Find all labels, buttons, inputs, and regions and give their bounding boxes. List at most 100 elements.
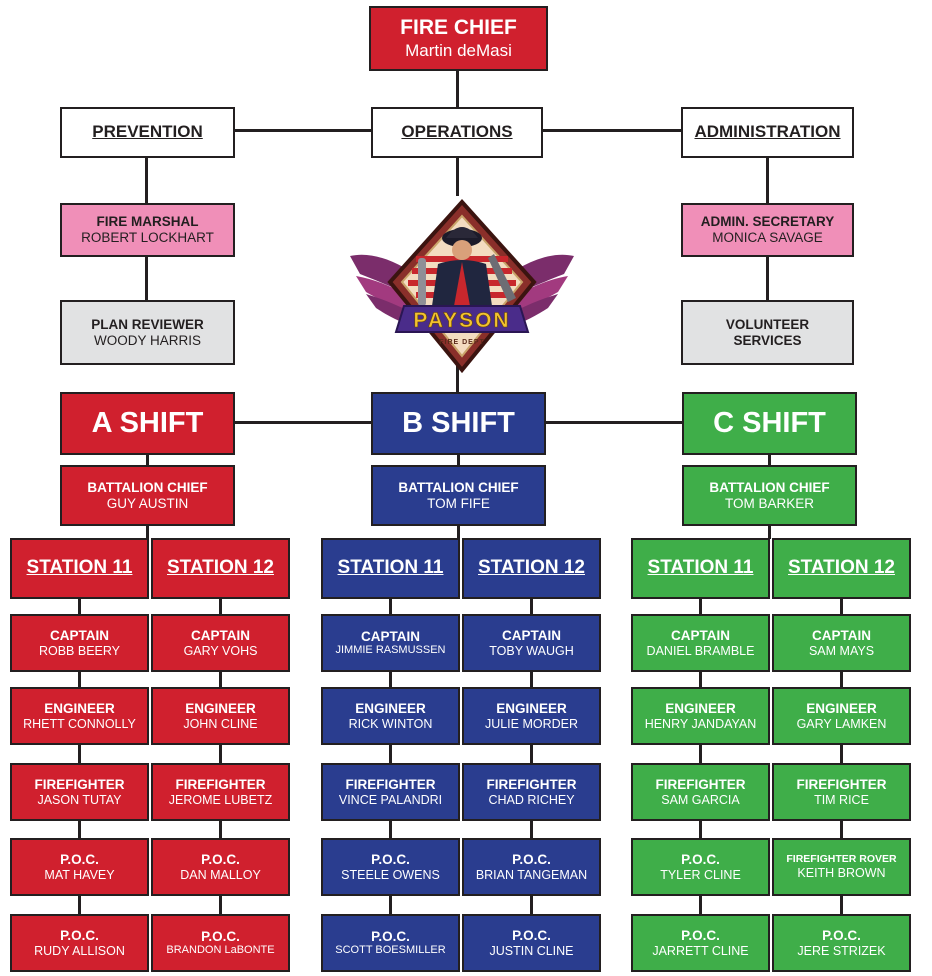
b-shift-label: B SHIFT: [402, 407, 515, 440]
member-title: P.O.C.: [681, 927, 720, 943]
connector-line: [699, 672, 702, 687]
plan-reviewer-title: PLAN REVIEWER: [91, 316, 204, 332]
member-title: P.O.C.: [371, 851, 410, 867]
member-name: JOHN CLINE: [183, 716, 258, 731]
member-name: SCOTT BOESMILLER: [335, 944, 446, 957]
member-name: JIMMIE RASMUSSEN: [335, 644, 446, 657]
c-shift-station-11-member-box: P.O.C.JARRETT CLINE: [631, 914, 770, 972]
connector-line: [78, 896, 81, 914]
member-name: DANIEL BRAMBLE: [646, 643, 755, 658]
member-name: TYLER CLINE: [660, 867, 741, 882]
connector-line: [456, 156, 459, 196]
connector-line: [840, 896, 843, 914]
b-shift-station-11-member-box: P.O.C.STEELE OWENS: [321, 838, 460, 896]
plan-reviewer-name: WOODY HARRIS: [93, 332, 201, 348]
battalion-chief-title: BATTALION CHIEF: [87, 479, 208, 495]
connector-line: [389, 896, 392, 914]
member-name: SAM GARCIA: [661, 792, 740, 807]
member-name: GARY LAMKEN: [796, 716, 887, 731]
member-title: FIREFIGHTER: [655, 776, 746, 792]
member-name: SAM MAYS: [808, 643, 875, 658]
connector-line: [766, 156, 769, 204]
connector-line: [840, 672, 843, 687]
fire-department-logo: PAYSON FIRE DEPT: [350, 199, 574, 374]
connector-line: [456, 70, 459, 108]
member-name: MAT HAVEY: [44, 867, 115, 882]
a-shift-box: A SHIFT: [60, 392, 235, 455]
member-title: P.O.C.: [681, 851, 720, 867]
connector-line: [219, 672, 222, 687]
connector-line: [78, 598, 81, 614]
c-shift-box: C SHIFT: [682, 392, 857, 455]
administration-division-box: ADMINISTRATION: [681, 107, 854, 158]
a-shift-label: A SHIFT: [91, 407, 204, 440]
member-title: ENGINEER: [665, 700, 736, 716]
operations-division-box: OPERATIONS: [371, 107, 543, 158]
member-title: FIREFIGHTER: [345, 776, 436, 792]
volunteer-services-name: SERVICES: [733, 332, 802, 348]
a-shift-station-12-member-box: P.O.C.DAN MALLOY: [151, 838, 290, 896]
member-title: FIREFIGHTER: [796, 776, 887, 792]
b-shift-box: B SHIFT: [371, 392, 546, 455]
prevention-label: PREVENTION: [92, 122, 203, 142]
logo-banner-text: PAYSON: [413, 309, 510, 332]
c-shift-station-12-member-box: P.O.C.JERE STRIZEK: [772, 914, 911, 972]
member-title: FIREFIGHTER: [486, 776, 577, 792]
member-name: CHAD RICHEY: [488, 792, 575, 807]
member-name: BRANDON LaBONTE: [166, 944, 275, 957]
connector-line: [389, 745, 392, 763]
a-shift-station-11-label: STATION 11: [26, 557, 133, 579]
member-name: VINCE PALANDRI: [338, 792, 443, 807]
member-name: KEITH BROWN: [797, 865, 886, 880]
connector-line: [78, 672, 81, 687]
connector-line: [530, 745, 533, 763]
member-title: P.O.C.: [512, 851, 551, 867]
connector-line: [530, 672, 533, 687]
c-shift-station-11-header: STATION 11: [631, 538, 770, 599]
connector-line: [768, 525, 771, 539]
connector-line: [457, 525, 460, 539]
member-title: CAPTAIN: [671, 627, 730, 643]
logo-sub-text: FIRE DEPT: [439, 339, 485, 346]
a-shift-station-11-header: STATION 11: [10, 538, 149, 599]
member-name: TIM RICE: [814, 792, 869, 807]
member-title: P.O.C.: [60, 927, 99, 943]
member-name: RICK WINTON: [348, 716, 433, 731]
member-name: ROBB BEERY: [38, 643, 121, 658]
connector-line: [541, 129, 681, 132]
a-shift-station-11-member-box: P.O.C.MAT HAVEY: [10, 838, 149, 896]
c-shift-label: C SHIFT: [713, 407, 826, 440]
connector-line: [389, 821, 392, 838]
c-shift-station-12-header: STATION 12: [772, 538, 911, 599]
connector-line: [699, 745, 702, 763]
c-shift-station-12-label: STATION 12: [788, 557, 895, 579]
operations-label: OPERATIONS: [401, 122, 513, 142]
connector-line: [456, 365, 459, 393]
connector-line: [78, 821, 81, 838]
member-name: JERE STRIZEK: [797, 943, 886, 958]
connector-line: [768, 454, 771, 466]
member-title: ENGINEER: [496, 700, 567, 716]
member-title: P.O.C.: [512, 927, 551, 943]
fire-marshal-box: FIRE MARSHAL ROBERT LOCKHART: [60, 203, 235, 257]
fire-marshal-title: FIRE MARSHAL: [96, 214, 199, 230]
connector-line: [233, 421, 373, 424]
member-title: P.O.C.: [201, 851, 240, 867]
battalion-chief-name: GUY AUSTIN: [106, 495, 189, 511]
member-name: JULIE MORDER: [484, 716, 579, 731]
